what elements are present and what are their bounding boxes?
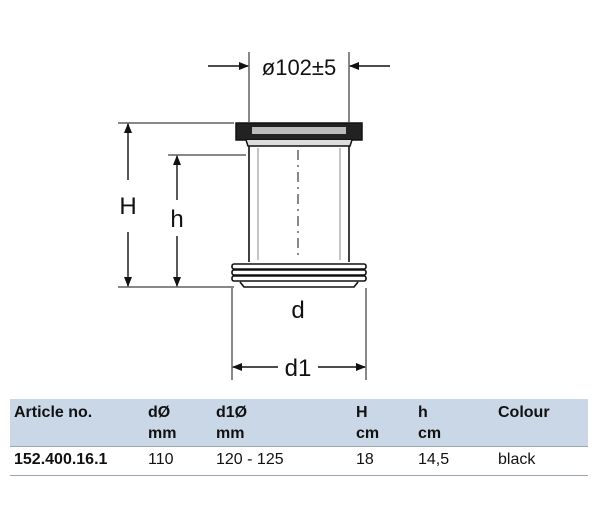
cell-colour: black <box>498 451 536 468</box>
cell-d: 110 <box>148 451 174 468</box>
outer-diameter-dimension <box>231 288 367 380</box>
cell-h: 14,5 <box>418 451 450 468</box>
inner-height-label: h <box>170 206 183 233</box>
col-colour: Colour <box>498 404 550 421</box>
top-diameter-label: ø102±5 <box>262 55 336 80</box>
total-height-label: H <box>119 193 136 220</box>
cell-article: 152.400.16.1 <box>14 451 108 468</box>
technical-drawing: ø102±5 H h d d1 <box>118 52 390 382</box>
col-article: Article no. <box>14 404 93 421</box>
outer-diameter-label: d1 <box>285 355 312 382</box>
cell-d1: 120 - 125 <box>216 451 284 468</box>
pipe-sleeve <box>231 122 367 288</box>
cell-H: 18 <box>356 451 374 468</box>
total-height-dimension <box>118 122 234 288</box>
inner-height-dimension <box>168 154 246 287</box>
top-diameter-dimension <box>208 52 390 122</box>
inner-diameter-label: d <box>291 297 304 324</box>
table-row: 152.400.16.1 110 120 - 125 18 14,5 black <box>10 446 588 476</box>
